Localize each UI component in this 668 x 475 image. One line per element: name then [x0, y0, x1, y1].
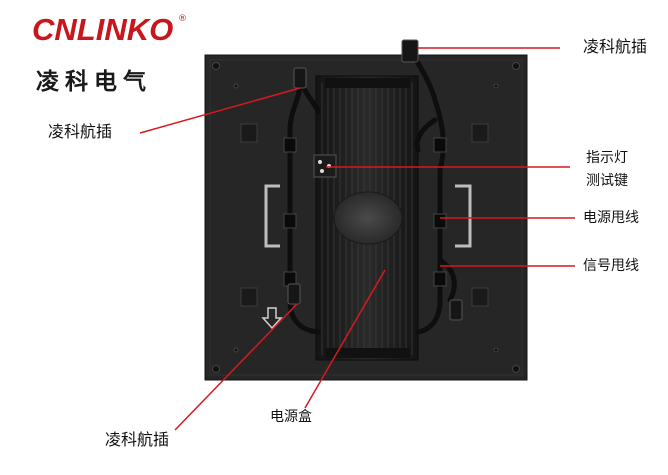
indicator-test-button: [313, 154, 337, 178]
label-top-right-connector: 凌科航插: [583, 37, 648, 56]
logo-registered-mark: ®: [178, 14, 187, 24]
power-box-vent: [333, 191, 403, 245]
leader-lines: [139, 47, 575, 431]
arrow-down-icon: [261, 307, 283, 330]
cable-clips: [283, 137, 447, 287]
label-bottom-left-connector: 凌科航插: [105, 430, 170, 449]
logo-brand-text: CNLINKO: [32, 12, 174, 47]
corner-screws: [212, 62, 520, 373]
cnlinko-logo: CNLINKO ® 凌科电气: [32, 12, 192, 102]
label-indicator-line2: 测试键: [586, 173, 628, 189]
label-power-box: 电源盒: [270, 409, 312, 425]
label-left-connector: 凌科航插: [48, 122, 113, 141]
label-signal-cable: 信号甩线: [583, 258, 639, 274]
logo-chinese-name: 凌科电气: [36, 69, 152, 95]
label-power-cable: 电源甩线: [583, 210, 639, 226]
mount-brackets: [240, 123, 489, 307]
aviation-connectors: [287, 39, 463, 321]
label-indicator-line1: 指示灯: [586, 150, 628, 166]
side-handles: [264, 184, 472, 248]
